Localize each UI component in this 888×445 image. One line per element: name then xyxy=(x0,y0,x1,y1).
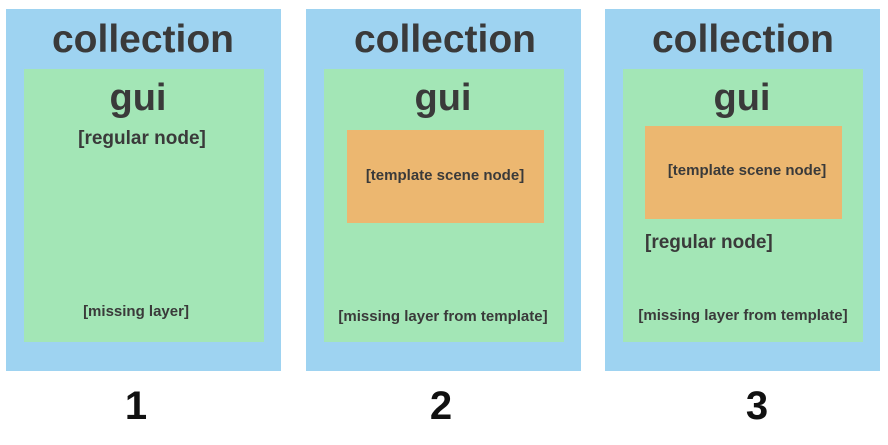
panel-number-2: 2 xyxy=(429,384,453,428)
regular-node-label-1: [regular node] xyxy=(78,128,206,149)
panel-number-3: 3 xyxy=(745,384,769,428)
template-scene-node-box-2 xyxy=(347,130,544,223)
collection-label-1: collection xyxy=(51,18,235,61)
missing-layer-label-3: [missing layer from template] xyxy=(638,307,848,324)
gui-label-3: gui xyxy=(713,77,771,119)
collection-label-2: collection xyxy=(353,18,537,61)
gui-label-2: gui xyxy=(414,77,472,119)
regular-node-label-3: [regular node] xyxy=(645,232,773,253)
template-scene-node-label-2: [template scene node] xyxy=(365,167,525,184)
missing-layer-label-2: [missing layer from template] xyxy=(338,308,548,325)
template-scene-node-label-3: [template scene node] xyxy=(667,162,827,179)
gui-box-1 xyxy=(24,69,264,342)
collection-label-3: collection xyxy=(651,18,835,61)
gui-label-1: gui xyxy=(109,77,167,119)
panel-number-1: 1 xyxy=(124,384,148,428)
missing-layer-label-1: [missing layer] xyxy=(83,303,189,320)
template-scene-node-box-3 xyxy=(645,126,842,219)
